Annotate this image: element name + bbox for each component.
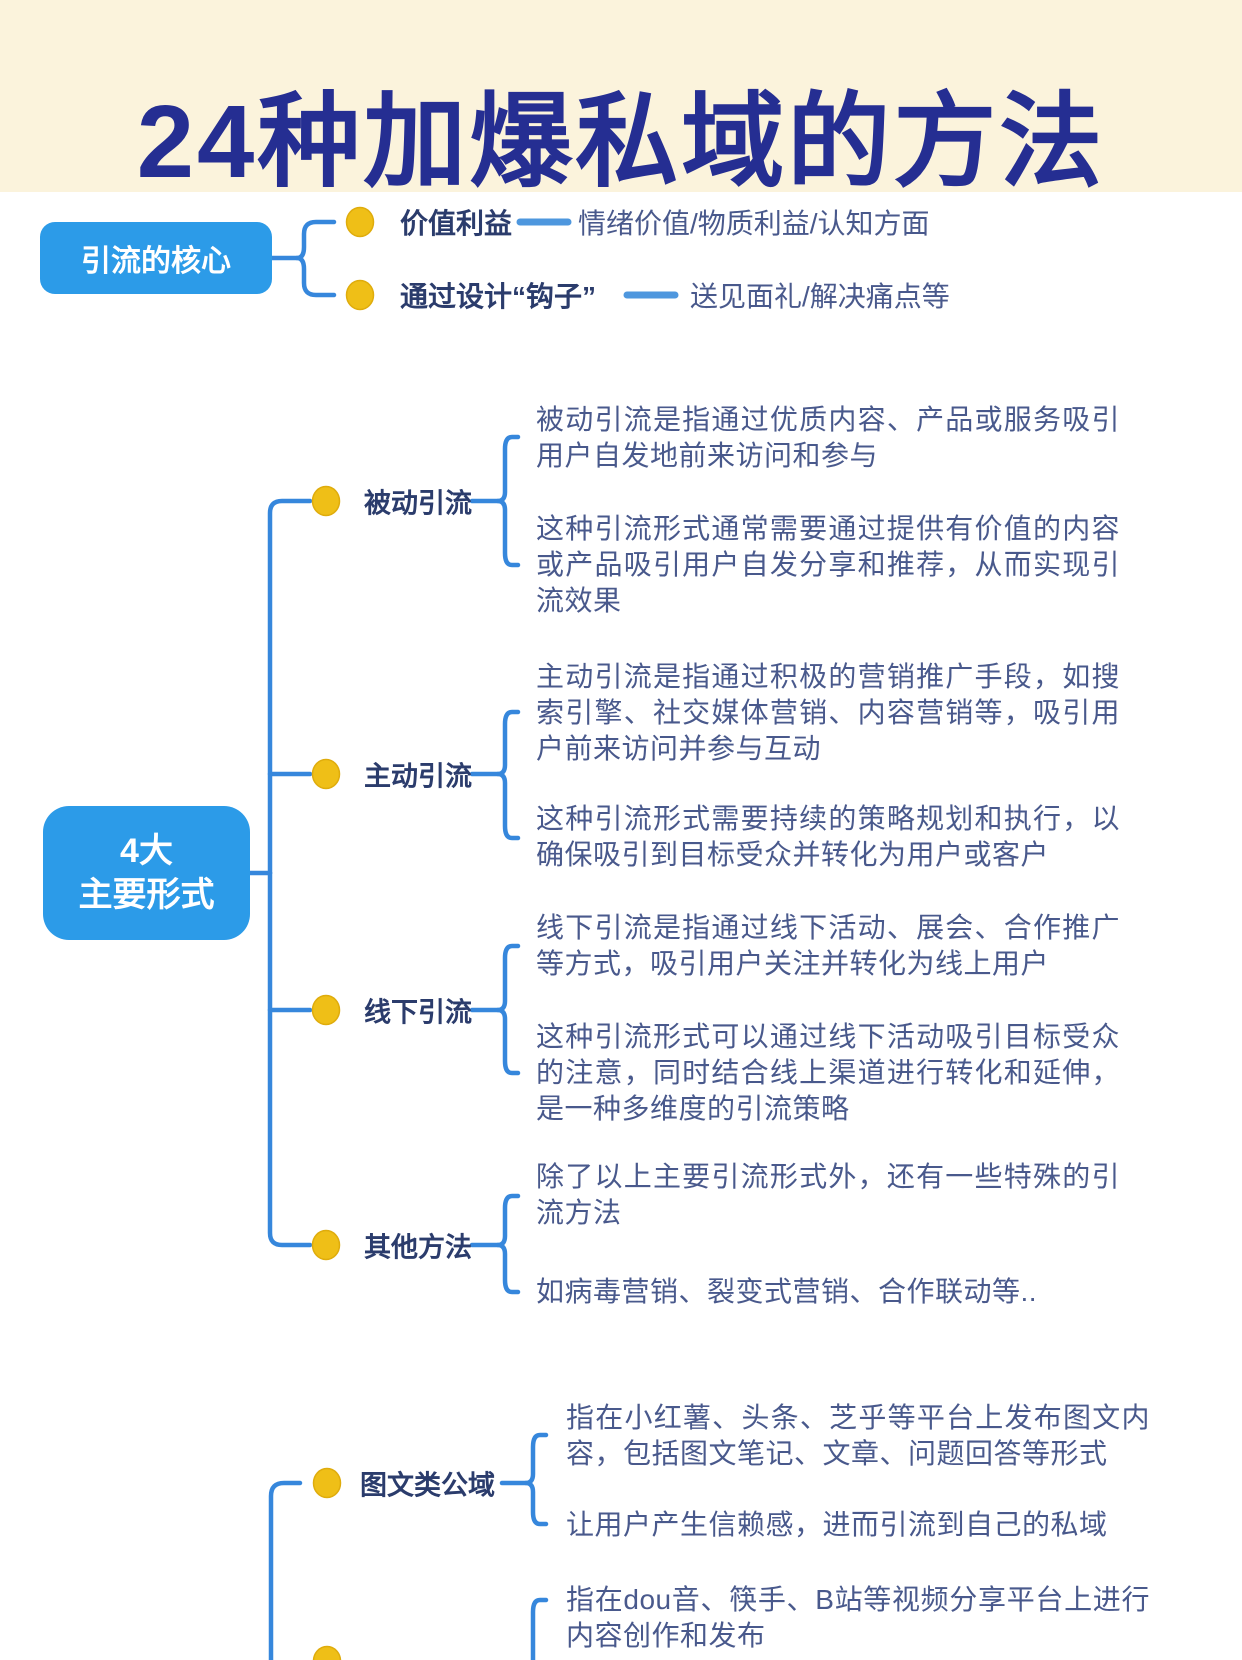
node-four-main-forms: 4大 主要形式 — [43, 806, 250, 940]
bullet-icon — [345, 206, 375, 238]
node-four-main-forms-line1: 4大 — [120, 832, 173, 870]
connector-core-brace — [294, 219, 337, 298]
branch-label-active: 主动引流 — [364, 761, 472, 792]
paragraph-passive-1: 被动引流是指通过优质内容、产品或服务吸引用户自发地前来访问和参与 — [536, 404, 1120, 471]
paragraph-imagetext-1: 指在小红薯、头条、芝乎等平台上发布图文内容，包括图文笔记、文章、问题回答等形式 — [566, 1402, 1150, 1469]
connector-forms-trunk-down — [267, 870, 313, 1248]
branch-label-imagetext-public: 图文类公域 — [360, 1470, 495, 1501]
paragraph-active-1: 主动引流是指通过积极的营销推广手段，如搜索引擎、社交媒体营销、内容营销等，吸引用… — [536, 661, 1120, 764]
connector-channels-trunk — [268, 1480, 303, 1660]
paragraph-offline-1: 线下引流是指通过线下活动、展会、合作推广等方式，吸引用户关注并转化为线上用户 — [536, 912, 1120, 979]
branch-value-hook-design: 送见面礼/解决痛点等 — [690, 281, 950, 312]
node-traffic-core-label: 引流的核心 — [81, 245, 231, 278]
paragraph-other-2: 如病毒营销、裂变式营销、合作联动等.. — [536, 1276, 1038, 1307]
branch-label-value-benefit: 价值利益 — [400, 208, 513, 239]
connector-forms-trunk-up — [267, 498, 313, 876]
bracket-offline — [495, 943, 521, 1076]
bullet-icon — [311, 758, 341, 790]
bracket-other — [495, 1193, 521, 1295]
paragraph-video-1: 指在dou音、筷手、B站等视频分享平台上进行内容创作和发布 — [566, 1584, 1150, 1651]
paragraph-active-2: 这种引流形式需要持续的策略规划和执行，以确保吸引到目标受众并转化为用户或客户 — [536, 803, 1120, 870]
branch-label-hook-design: 通过设计“钩子” — [400, 281, 597, 312]
bullet-icon — [311, 994, 341, 1026]
page-title: 24种加爆私域的方法 — [136, 84, 1106, 199]
node-traffic-core: 引流的核心 — [40, 222, 272, 294]
branch-label-passive: 被动引流 — [364, 488, 472, 519]
bracket-video-partial — [530, 1597, 549, 1660]
bullet-icon — [345, 279, 375, 311]
paragraph-offline-2: 这种引流形式可以通过线下活动吸引目标受众的注意，同时结合线上渠道进行转化和延伸，… — [536, 1021, 1120, 1124]
bullet-icon-clipped — [312, 1645, 342, 1660]
bracket-imagetext — [523, 1432, 549, 1527]
bullet-icon — [312, 1467, 342, 1499]
title-banner — [0, 0, 1242, 192]
branch-label-other: 其他方法 — [364, 1232, 472, 1263]
bullet-icon — [311, 485, 341, 517]
node-four-main-forms-line2: 主要形式 — [78, 876, 215, 914]
bracket-active — [495, 709, 521, 841]
bullet-icon — [311, 1229, 341, 1261]
bracket-passive — [495, 434, 521, 568]
paragraph-imagetext-2: 让用户产生信赖感，进而引流到自己的私域 — [566, 1509, 1108, 1540]
paragraph-other-1: 除了以上主要引流形式外，还有一些特殊的引流方法 — [536, 1161, 1120, 1228]
branch-value-value-benefit: 情绪价值/物质利益/认知方面 — [578, 208, 930, 239]
branch-label-offline: 线下引流 — [364, 997, 472, 1028]
paragraph-passive-2: 这种引流形式通常需要通过提供有价值的内容或产品吸引用户自发分享和推荐，从而实现引… — [536, 513, 1120, 616]
